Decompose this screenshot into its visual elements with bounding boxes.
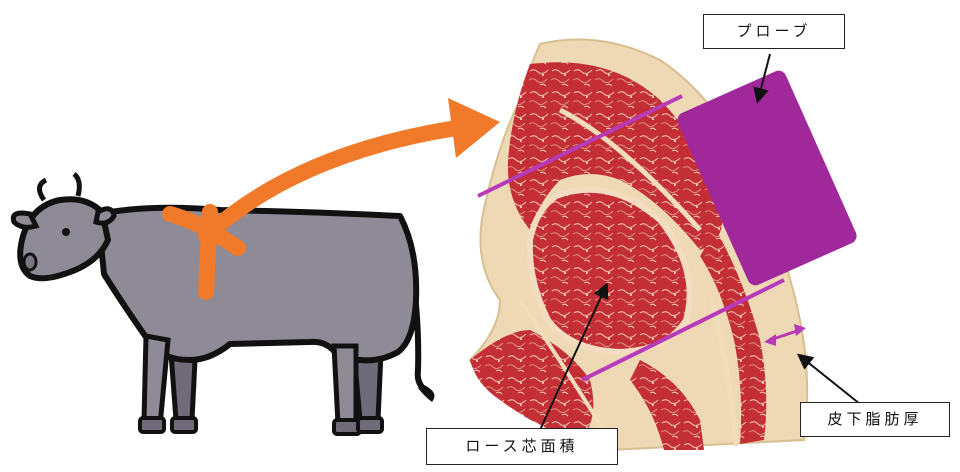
probe-label: プローブ — [703, 14, 845, 49]
ribeye-area-label: ロース芯面積 — [426, 428, 618, 465]
subcutaneous-fat-thickness-label: 皮下脂肪厚 — [800, 402, 950, 437]
fat-leader-line — [800, 356, 860, 404]
